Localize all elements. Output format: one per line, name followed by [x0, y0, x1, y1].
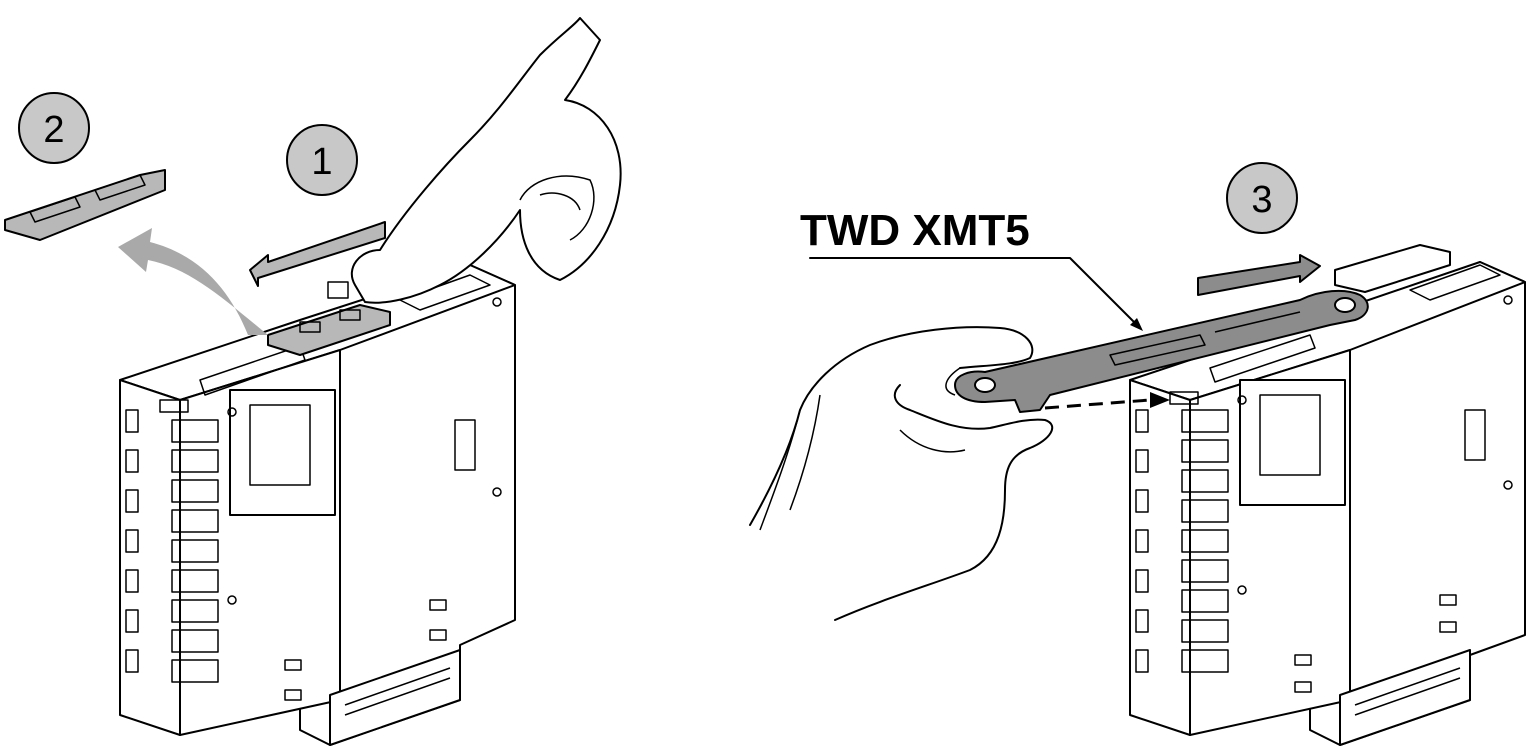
- step-1-arrow: [249, 221, 386, 287]
- step-2-number: 2: [43, 109, 64, 151]
- step-2-badge: 2: [18, 92, 90, 164]
- connector-cover-inserted: [267, 304, 391, 356]
- part-leader-line: [809, 257, 1143, 331]
- right-module: [1129, 244, 1526, 746]
- insertion-arrow-dashed: [1044, 392, 1170, 410]
- left-module: [119, 264, 516, 746]
- part-label: TWD XMT5: [800, 206, 1030, 255]
- step-1-number: 1: [311, 141, 332, 183]
- right-hand: [749, 326, 1054, 621]
- twd-xmt5-part: [954, 289, 1369, 413]
- step-3-badge: 3: [1226, 162, 1298, 234]
- terminal-slots-left: [125, 409, 219, 683]
- step-1-badge: 1: [286, 124, 358, 196]
- terminal-slots-right: [1135, 409, 1229, 673]
- step-3-arrow: [1197, 254, 1321, 296]
- connector-cover-removed: [4, 169, 166, 241]
- step-2-arrow: [118, 228, 268, 335]
- step-3-number: 3: [1251, 179, 1272, 221]
- left-hand: [350, 17, 622, 304]
